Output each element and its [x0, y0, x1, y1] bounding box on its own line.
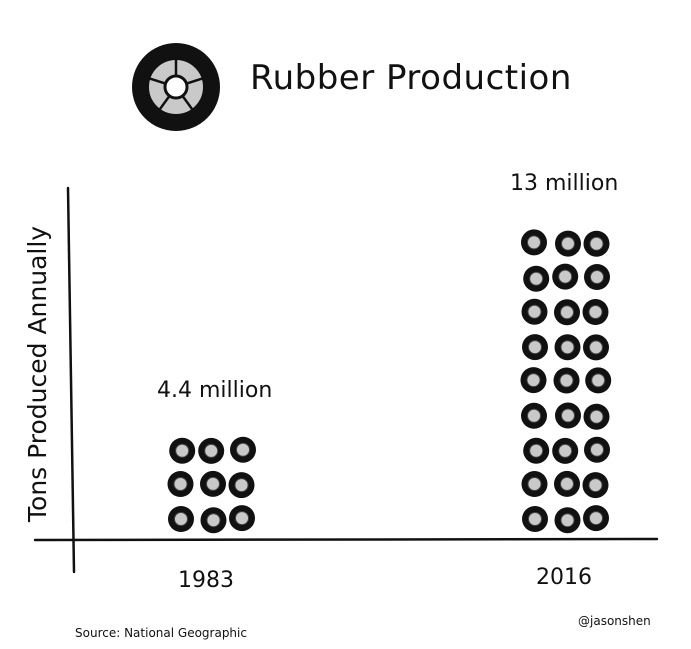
tire-icon: [583, 505, 609, 532]
tire-icon: [583, 403, 610, 430]
tire-icon: [228, 472, 255, 499]
tire-icon: [582, 472, 609, 499]
source-note: Source: National Geographic: [75, 626, 247, 640]
tire-icon: [521, 402, 547, 429]
chart-title: Rubber Production: [250, 58, 572, 98]
tire-icon: [132, 43, 220, 131]
tire-icon: [522, 334, 548, 361]
tire-icon: [521, 298, 548, 325]
tire-icon: [553, 367, 580, 394]
y-axis-title: Tons Produced Annually: [23, 226, 52, 523]
tire-icon: [198, 437, 225, 464]
tire-icon: [554, 334, 581, 361]
tire-icon: [200, 507, 227, 534]
data-label-1983: 4.4 million: [157, 378, 272, 403]
tire-icon: [521, 229, 547, 256]
tire-icon: [523, 265, 550, 292]
y-axis: [66, 186, 76, 574]
tire-icon: [522, 506, 548, 532]
tire-icon: [555, 230, 581, 257]
x-tick-1983: 1983: [178, 568, 234, 593]
tire-icon: [168, 506, 194, 532]
icon-bars: [167, 229, 612, 534]
tire-icon: [167, 471, 194, 497]
tire-icon: [552, 263, 579, 290]
tire-icon: [585, 367, 612, 394]
tire-icon: [169, 437, 196, 464]
tire-icon: [583, 334, 609, 361]
tire-icon: [229, 505, 255, 532]
credit-handle: @jasonshen: [578, 614, 651, 628]
bar-1983: [167, 436, 256, 534]
bar-2016: [520, 229, 612, 534]
tire-icon: [521, 471, 548, 497]
tire-icon: [554, 470, 580, 497]
tire-icon: [554, 299, 580, 326]
x-axis: [33, 537, 659, 542]
tire-icon: [582, 299, 609, 325]
tire-icon: [200, 470, 226, 497]
tire-icon: [520, 367, 547, 394]
tire-icon: [554, 507, 581, 534]
tire-icon: [583, 230, 610, 257]
tire-icon: [555, 402, 581, 429]
data-label-2016: 13 million: [510, 171, 618, 196]
tire-icon: [584, 264, 610, 290]
tire-icon: [552, 437, 579, 464]
tire-icon: [523, 437, 550, 464]
x-tick-2016: 2016: [536, 565, 592, 590]
tire-icon: [584, 436, 610, 463]
tire-icon: [230, 436, 256, 463]
